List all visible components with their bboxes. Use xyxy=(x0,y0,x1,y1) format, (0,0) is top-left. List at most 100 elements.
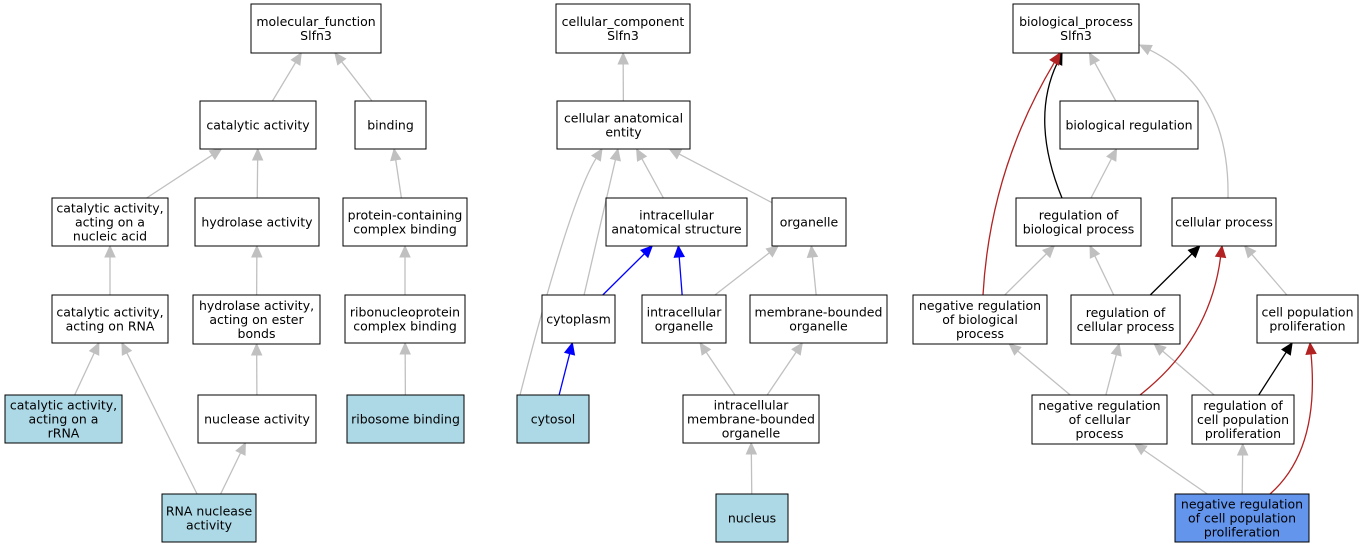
node-pcb-box xyxy=(342,197,468,247)
node-bind-label-line: binding xyxy=(367,118,414,133)
edge-nrcp-to-cp xyxy=(1139,256,1222,396)
node-ribob: ribosome binding xyxy=(346,394,465,444)
node-catrna: catalytic activity,acting on RNA xyxy=(51,294,169,344)
edge-nrbp-to-rbp xyxy=(1004,253,1047,296)
edge-breg-to-bp-arrowhead xyxy=(1088,51,1101,66)
node-pcb-label-line: protein-containing xyxy=(348,208,463,223)
edge-icorg-to-organelle xyxy=(714,252,770,296)
edge-catna-to-cat-arrowhead xyxy=(208,148,223,161)
node-bp-label-line: Slfn3 xyxy=(1060,28,1092,43)
edge-nrcpp-to-nrcp xyxy=(1143,449,1208,495)
edge-rnpb-to-pcb-arrowhead xyxy=(399,244,411,258)
node-cc-box xyxy=(555,3,691,54)
node-nuclease-box xyxy=(197,394,317,444)
node-rcpp-label-line: proliferation xyxy=(1205,426,1281,441)
node-nrcpp-label-line: of cell population xyxy=(1188,511,1296,526)
node-rbp-label-line: biological process xyxy=(1023,222,1135,237)
edge-nrcpp-to-nrcp-arrowhead xyxy=(1133,443,1148,456)
edge-cytoplasm-to-cae-arrowhead xyxy=(609,147,621,162)
node-cat-box xyxy=(199,100,317,150)
node-catna-label-line: catalytic activity, xyxy=(56,201,163,216)
node-organelle: organelle xyxy=(771,197,847,247)
edge-nrcp-to-nrbp-arrowhead xyxy=(1008,343,1022,356)
node-nucleus-label-line: nucleus xyxy=(728,511,776,526)
node-cytoplasm-box xyxy=(541,294,616,344)
node-ias-box xyxy=(605,197,748,247)
node-nrcpp-box xyxy=(1174,493,1310,543)
node-rcpp-label-line: regulation of xyxy=(1203,398,1283,413)
node-nucleus: nucleus xyxy=(715,493,789,543)
node-ias-label-line: anatomical structure xyxy=(611,222,741,237)
node-rcpp-label-line: cell population xyxy=(1197,412,1289,427)
edge-organelle-to-cae-arrowhead xyxy=(668,148,683,160)
node-imbo-label-line: membrane-bounded xyxy=(687,412,815,427)
node-bp-box xyxy=(1012,3,1140,54)
node-bind-box xyxy=(354,100,427,150)
node-breg-box xyxy=(1059,100,1199,150)
edge-imbo-to-icorg-arrowhead xyxy=(699,341,712,356)
node-nuclease: nuclease activity xyxy=(197,394,317,444)
node-cc-label-line: Slfn3 xyxy=(607,28,639,43)
node-nrbp-label-line: process xyxy=(956,326,1004,341)
node-mf-label-line: molecular_function xyxy=(256,14,375,29)
edge-rcpp-to-rcp xyxy=(1162,350,1215,396)
edge-rbp-to-breg-arrowhead xyxy=(1106,147,1118,162)
node-cae-label-line: cellular anatomical xyxy=(564,111,683,126)
edge-cp-to-bp-arrowhead xyxy=(1138,44,1153,56)
edge-cytosol-to-cytoplasm-arrowhead xyxy=(563,341,576,356)
edge-hydroest-to-hydro-arrowhead xyxy=(251,244,263,258)
node-nucleus-box xyxy=(715,493,789,543)
node-nuclease-label-line: nuclease activity xyxy=(204,412,310,427)
node-imbo-label-line: intracellular xyxy=(714,398,790,413)
edge-rnanuc-to-catrna-arrowhead xyxy=(121,341,133,356)
node-rcp-box xyxy=(1070,294,1181,345)
edge-catrrna-to-catrna-arrowhead xyxy=(88,341,100,356)
node-cpp-label-line: proliferation xyxy=(1269,319,1345,334)
node-hydro-box xyxy=(194,197,320,247)
edge-cytosol-to-cae xyxy=(519,157,597,396)
edge-nrbp-to-bp-arrowhead xyxy=(1049,51,1061,66)
node-catrrna-label-line: catalytic activity, xyxy=(10,398,117,413)
node-rnanuc-box xyxy=(161,493,257,543)
edge-catrna-to-catna-arrowhead xyxy=(104,244,116,258)
node-hydro: hydrolase activity xyxy=(194,197,320,247)
edge-organelle-to-cae xyxy=(678,153,773,204)
edge-cytosol-to-cae-arrowhead xyxy=(590,147,603,162)
node-hydroest-label-line: bonds xyxy=(238,326,276,341)
node-catna-box xyxy=(51,197,169,247)
node-mbo-box xyxy=(749,294,888,344)
node-icorg-label-line: intracellular xyxy=(647,305,723,320)
edge-cae-to-cc-arrowhead xyxy=(617,51,629,65)
node-catna-label-line: nucleic acid xyxy=(73,229,147,244)
node-cytoplasm: cytoplasm xyxy=(541,294,616,344)
edge-catrrna-to-catrna xyxy=(74,352,95,396)
edges-layer xyxy=(74,44,1317,495)
node-organelle-label-line: organelle xyxy=(780,215,839,230)
node-nrbp-box xyxy=(912,294,1048,345)
node-catna-label-line: acting on a xyxy=(75,215,145,230)
node-hydroest-box xyxy=(192,294,321,345)
node-cc-label-line: cellular_component xyxy=(562,14,685,29)
node-rnpb-label-line: ribonucleoprotein xyxy=(350,305,460,320)
edge-rnanuc-to-nuclease xyxy=(220,452,242,495)
node-icorg-label-line: organelle xyxy=(655,319,714,334)
edge-nrcp-to-cp-arrowhead xyxy=(1214,244,1227,259)
edge-cytosol-to-cytoplasm xyxy=(558,353,571,396)
edge-pcb-to-bind xyxy=(395,159,403,199)
node-catrrna-label-line: acting on a xyxy=(29,412,99,427)
node-pcb-label-line: complex binding xyxy=(353,222,457,237)
edge-nrbp-to-bp xyxy=(982,62,1055,296)
